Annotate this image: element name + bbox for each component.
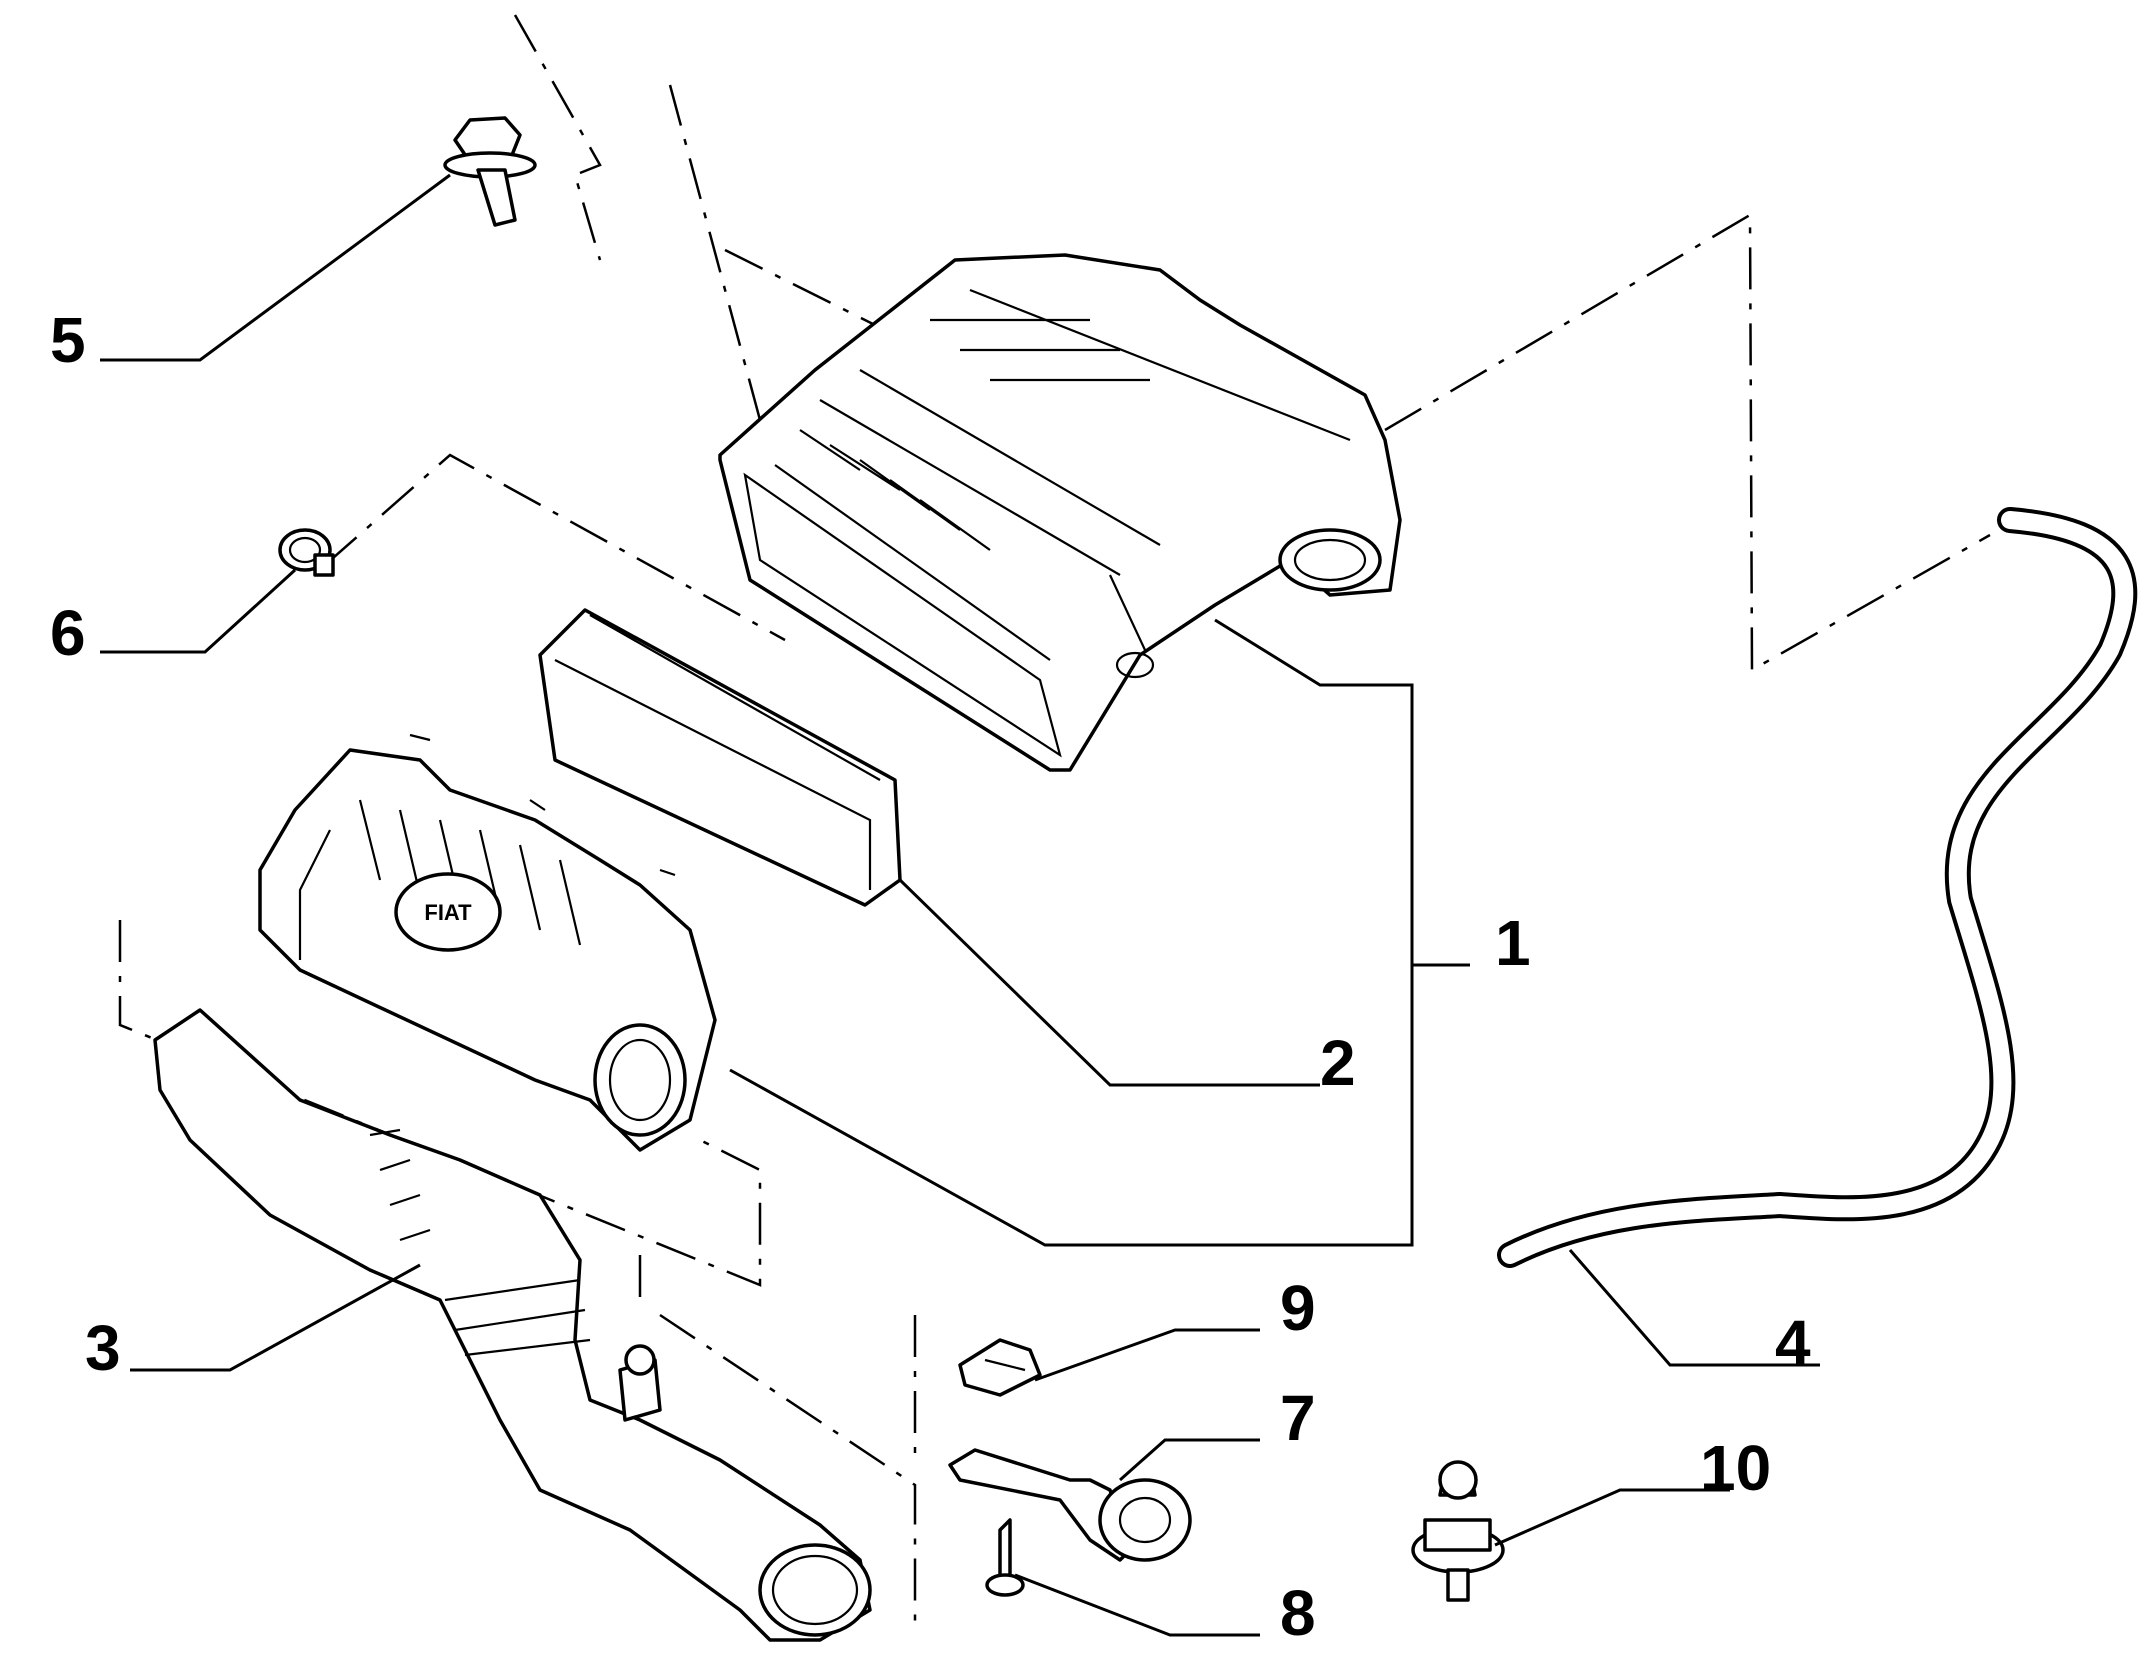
leader-9 xyxy=(1034,1328,1260,1382)
air-filter-housing-lower: FIAT xyxy=(258,733,717,1152)
callout-numbers: 1 2 3 4 5 6 7 8 9 10 xyxy=(50,304,1811,1649)
callout-1: 1 xyxy=(1495,907,1531,979)
callout-5: 5 xyxy=(50,304,86,376)
leader-2 xyxy=(898,878,1320,1087)
bolt xyxy=(443,116,537,227)
callout-7: 7 xyxy=(1280,1382,1316,1454)
leader-8 xyxy=(1014,1573,1260,1637)
leader-5 xyxy=(100,173,451,362)
push-fastener xyxy=(1411,1460,1505,1602)
logo-text: FIAT xyxy=(424,900,472,925)
callout-6: 6 xyxy=(50,597,86,669)
leader-4 xyxy=(1568,1249,1820,1367)
callout-10: 10 xyxy=(1700,1432,1771,1504)
callout-8: 8 xyxy=(1280,1577,1316,1649)
callout-4: 4 xyxy=(1775,1307,1811,1379)
leader-10 xyxy=(1494,1488,1730,1547)
leader-3 xyxy=(130,1263,421,1372)
vent-hose xyxy=(1497,507,2138,1268)
leader-7 xyxy=(1119,1438,1260,1482)
small-bolt xyxy=(985,1518,1025,1597)
callout-9: 9 xyxy=(1280,1272,1316,1344)
logo-badge xyxy=(394,872,502,952)
hose-clip xyxy=(278,528,335,577)
callout-2: 2 xyxy=(1320,1027,1356,1099)
mounting-bracket xyxy=(948,1448,1192,1562)
clip-nut xyxy=(958,1338,1042,1397)
leader-lines xyxy=(100,173,1820,1637)
leader-6 xyxy=(100,568,297,654)
air-filter-housing-upper xyxy=(718,253,1402,772)
intake-hose xyxy=(153,1008,872,1642)
callout-3: 3 xyxy=(85,1312,121,1384)
